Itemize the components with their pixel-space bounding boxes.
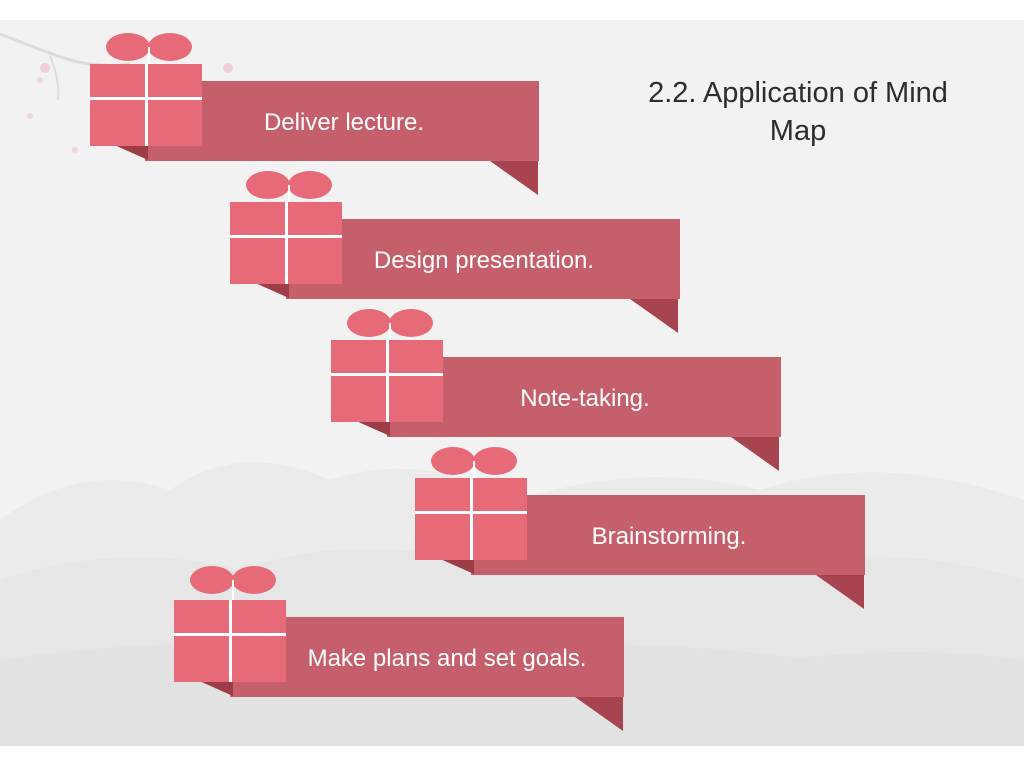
- ribbon-fold: [354, 420, 390, 436]
- ribbon-fold: [112, 144, 148, 160]
- gift-box-icon: [174, 600, 286, 682]
- ribbon-banner: [145, 81, 539, 161]
- ribbon-banner: [387, 357, 781, 437]
- slide-title: 2.2. Application of Mind Map: [648, 77, 948, 147]
- bow-icon: [246, 171, 332, 205]
- ribbon-fold: [253, 282, 289, 298]
- slide: 2.2. Application of Mind Map Deliver lec…: [0, 20, 1024, 746]
- bow-icon: [431, 447, 517, 481]
- bow-icon: [190, 566, 276, 600]
- ribbon-banner: [471, 495, 865, 575]
- gift-box-icon: [331, 340, 443, 422]
- gift-box-icon: [90, 64, 202, 146]
- ribbon-fold: [816, 575, 864, 609]
- bow-icon: [347, 309, 433, 343]
- item-label: Design presentation.: [373, 247, 595, 274]
- ribbon-fold: [630, 299, 678, 333]
- ribbon-banner: [286, 219, 680, 299]
- ribbon-fold: [197, 680, 233, 696]
- ribbon-fold: [438, 558, 474, 574]
- item-label: Make plans and set goals.: [307, 645, 587, 672]
- item-label: Note-taking.: [520, 385, 650, 412]
- ribbon-fold: [575, 697, 623, 731]
- ribbon-banner: [230, 617, 624, 697]
- ribbon-fold: [490, 161, 538, 195]
- ribbon-fold: [731, 437, 779, 471]
- item-label: Deliver lecture.: [263, 109, 425, 136]
- item-label: Brainstorming.: [591, 523, 747, 550]
- bow-icon: [106, 33, 192, 67]
- gift-box-icon: [230, 202, 342, 284]
- gift-box-icon: [415, 478, 527, 560]
